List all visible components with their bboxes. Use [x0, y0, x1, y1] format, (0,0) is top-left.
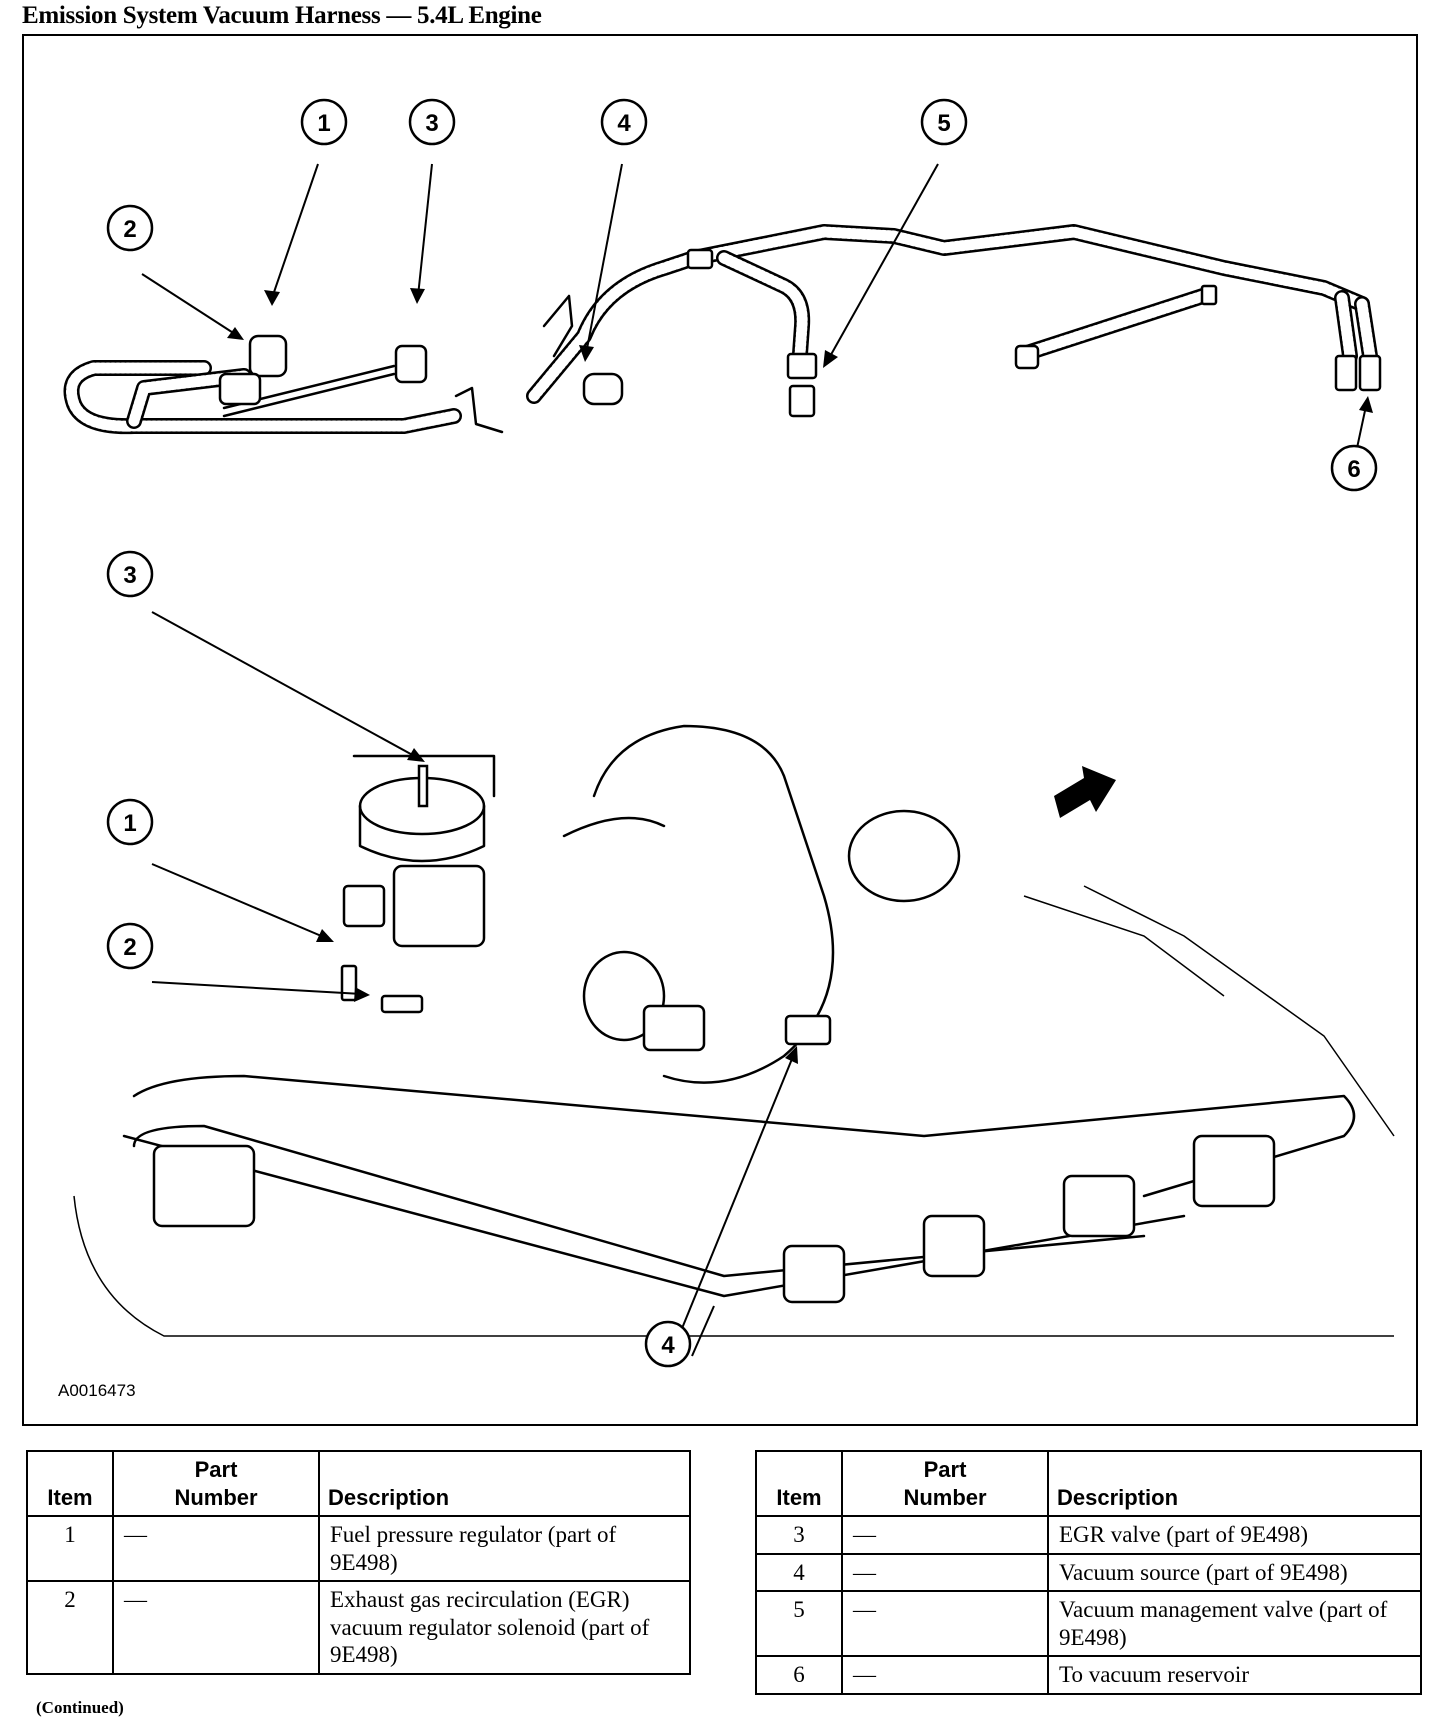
table-row: 5 — Vacuum management valve (part of 9E4…	[755, 1590, 1422, 1658]
row-part-number: —	[841, 1552, 1049, 1593]
header-part-number: Part Number	[841, 1450, 1049, 1517]
callout-5-top: 5	[920, 98, 968, 146]
table-row: 2 — Exhaust gas recirculation (EGR) vacu…	[26, 1580, 691, 1675]
row-item: 6	[755, 1655, 843, 1695]
svg-text:2: 2	[123, 934, 136, 961]
callout-4-engine: 4	[644, 1320, 692, 1368]
callout-4-top: 4	[600, 98, 648, 146]
header-part-number: Part Number	[112, 1450, 320, 1517]
row-description: Vacuum source (part of 9E498)	[1047, 1552, 1422, 1593]
callout-3-engine: 3	[106, 550, 154, 598]
vacuum-harness-diagram: 1 2 3 4 5 6 3 1	[58, 98, 1395, 1400]
header-item: Item	[755, 1450, 843, 1517]
row-part-number: —	[841, 1655, 1049, 1695]
callout-2-top: 2	[106, 204, 154, 252]
svg-text:1: 1	[317, 110, 330, 137]
callout-2-engine: 2	[106, 922, 154, 970]
page-title: Emission System Vacuum Harness — 5.4L En…	[22, 2, 542, 29]
row-description: To vacuum reservoir	[1047, 1655, 1422, 1695]
callout-1-top: 1	[300, 98, 348, 146]
svg-text:3: 3	[123, 562, 136, 589]
row-item: 1	[26, 1514, 114, 1583]
row-item: 4	[755, 1552, 843, 1593]
header-item: Item	[26, 1450, 114, 1517]
row-description: Fuel pressure regulator (part of 9E498)	[318, 1514, 691, 1583]
table-row: 1 — Fuel pressure regulator (part of 9E4…	[26, 1514, 691, 1583]
callout-1-engine: 1	[106, 798, 154, 846]
table-row: 4 — Vacuum source (part of 9E498)	[755, 1552, 1422, 1593]
row-part-number: —	[112, 1514, 320, 1583]
continued-note: (Continued)	[36, 1698, 124, 1717]
callout-6-top: 6	[1330, 444, 1378, 492]
table-header-row: Item Part Number Description	[755, 1450, 1422, 1517]
table-row: 3 — EGR valve (part of 9E498)	[755, 1515, 1422, 1555]
row-description: EGR valve (part of 9E498)	[1047, 1515, 1422, 1555]
row-item: 5	[755, 1590, 843, 1658]
header-description: Description	[1047, 1450, 1422, 1517]
table-row: 6 — To vacuum reservoir	[755, 1655, 1422, 1695]
figure-id: A0016473	[58, 1381, 136, 1400]
header-description: Description	[318, 1450, 691, 1517]
leader-lines	[141, 163, 1373, 1357]
row-part-number: —	[841, 1590, 1049, 1658]
row-item: 2	[26, 1580, 114, 1675]
svg-text:4: 4	[617, 110, 631, 137]
parts-table-right: Item Part Number Description 3 — EGR val…	[755, 1450, 1422, 1695]
table-header-row: Item Part Number Description	[26, 1450, 691, 1517]
svg-text:3: 3	[425, 110, 438, 137]
row-item: 3	[755, 1515, 843, 1555]
engine-drawing	[73, 724, 1395, 1337]
svg-text:4: 4	[661, 1332, 675, 1359]
front-direction-arrow-icon	[1054, 766, 1116, 818]
svg-text:1: 1	[123, 810, 136, 837]
svg-text:2: 2	[123, 216, 136, 243]
diagram-frame: 1 2 3 4 5 6 3 1	[22, 34, 1418, 1426]
row-part-number: —	[841, 1515, 1049, 1555]
parts-table-left: Item Part Number Description 1 — Fuel pr…	[26, 1450, 691, 1675]
row-description: Exhaust gas recirculation (EGR) vacuum r…	[318, 1580, 691, 1675]
callout-3-top: 3	[408, 98, 456, 146]
svg-text:6: 6	[1347, 456, 1360, 483]
row-part-number: —	[112, 1580, 320, 1675]
svg-text:5: 5	[937, 110, 950, 137]
vacuum-harness-drawing	[63, 224, 1382, 435]
row-description: Vacuum management valve (part of 9E498)	[1047, 1590, 1422, 1658]
